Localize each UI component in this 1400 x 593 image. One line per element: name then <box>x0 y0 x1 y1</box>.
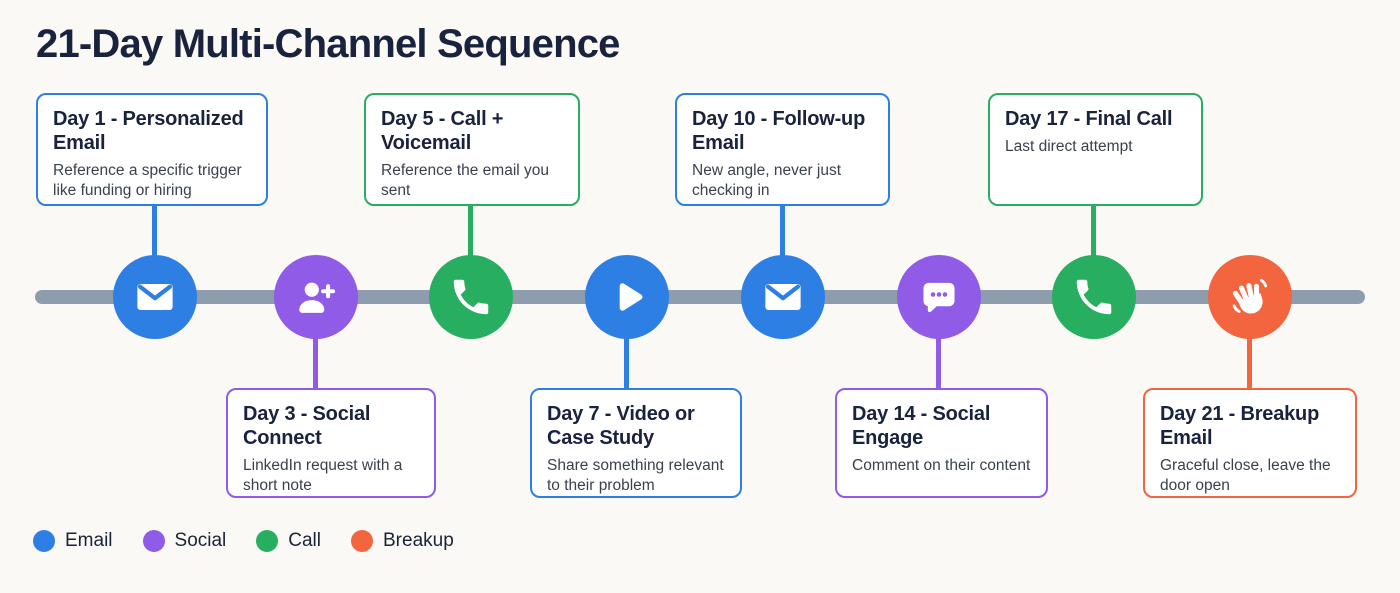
legend: Email Social Call Breakup <box>33 530 454 552</box>
step-description: Share something relevant to their proble… <box>547 457 724 494</box>
step-title: Day 10 - Follow-up Email <box>692 108 866 154</box>
connector-day-5 <box>468 204 473 258</box>
connector-day-17 <box>1091 204 1096 258</box>
step-description: Reference a specific trigger like fundin… <box>53 162 242 199</box>
step-box-day-21: Day 21 - Breakup Email Graceful close, l… <box>1143 388 1357 498</box>
waving-hand-icon <box>1232 278 1268 314</box>
legend-item-breakup: Breakup <box>351 530 454 552</box>
envelope-icon <box>137 283 173 311</box>
step-box-day-1: Day 1 - Personalized Email Reference a s… <box>36 93 268 206</box>
legend-label: Call <box>288 530 321 551</box>
connector-day-1 <box>152 204 157 258</box>
step-title: Day 7 - Video or Case Study <box>547 403 695 449</box>
step-box-day-14: Day 14 - Social Engage Comment on their … <box>835 388 1048 498</box>
social-legend-dot <box>142 530 165 552</box>
step-box-day-5: Day 5 - Call + Voicemail Reference the e… <box>364 93 580 206</box>
timeline-node-day-5 <box>429 255 513 339</box>
connector-day-21 <box>1247 337 1252 390</box>
play-icon <box>619 283 643 311</box>
step-box-day-7: Day 7 - Video or Case Study Share someth… <box>530 388 742 498</box>
timeline-node-day-17 <box>1052 255 1136 339</box>
connector-day-3 <box>313 337 318 390</box>
connector-day-14 <box>936 337 941 390</box>
timeline-node-day-3 <box>274 255 358 339</box>
step-description: Reference the email you sent <box>381 162 550 199</box>
timeline-node-day-1 <box>113 255 197 339</box>
timeline-node-day-7 <box>585 255 669 339</box>
page-title: 21-Day Multi-Channel Sequence <box>36 22 620 66</box>
legend-item-email: Email <box>33 530 113 552</box>
connector-day-10 <box>780 204 785 258</box>
step-title: Day 3 - Social Connect <box>243 403 371 449</box>
step-box-day-3: Day 3 - Social Connect LinkedIn request … <box>226 388 436 498</box>
step-description: Comment on their content <box>852 457 1031 474</box>
call-legend-dot <box>256 530 279 552</box>
connector-day-7 <box>624 337 629 390</box>
step-description: Graceful close, leave the door open <box>1160 457 1331 494</box>
step-title: Day 17 - Final Call <box>1005 108 1173 130</box>
timeline-node-day-14 <box>897 255 981 339</box>
timeline-bar <box>35 290 1365 304</box>
legend-label: Social <box>174 530 227 551</box>
step-title: Day 21 - Breakup Email <box>1160 403 1320 449</box>
step-title: Day 5 - Call + Voicemail <box>381 108 504 154</box>
phone-icon <box>1076 279 1112 315</box>
email-legend-dot <box>33 530 55 552</box>
envelope-icon <box>765 283 801 311</box>
timeline-node-day-10 <box>741 255 825 339</box>
legend-item-call: Call <box>256 530 321 552</box>
phone-icon <box>453 279 489 315</box>
step-description: Last direct attempt <box>1005 138 1133 155</box>
step-title: Day 1 - Personalized Email <box>53 108 244 154</box>
legend-item-social: Social <box>142 530 227 552</box>
timeline-node-day-21 <box>1208 255 1292 339</box>
step-box-day-17: Day 17 - Final Call Last direct attempt <box>988 93 1203 206</box>
user-plus-icon <box>299 282 336 313</box>
step-description: New angle, never just checking in <box>692 162 842 199</box>
step-title: Day 14 - Social Engage <box>852 403 991 449</box>
breakup-legend-dot <box>351 530 373 552</box>
step-box-day-10: Day 10 - Follow-up Email New angle, neve… <box>675 93 890 206</box>
comment-dots-icon <box>923 282 955 313</box>
step-description: LinkedIn request with a short note <box>243 457 403 494</box>
legend-label: Email <box>65 530 113 551</box>
legend-label: Breakup <box>383 530 454 551</box>
